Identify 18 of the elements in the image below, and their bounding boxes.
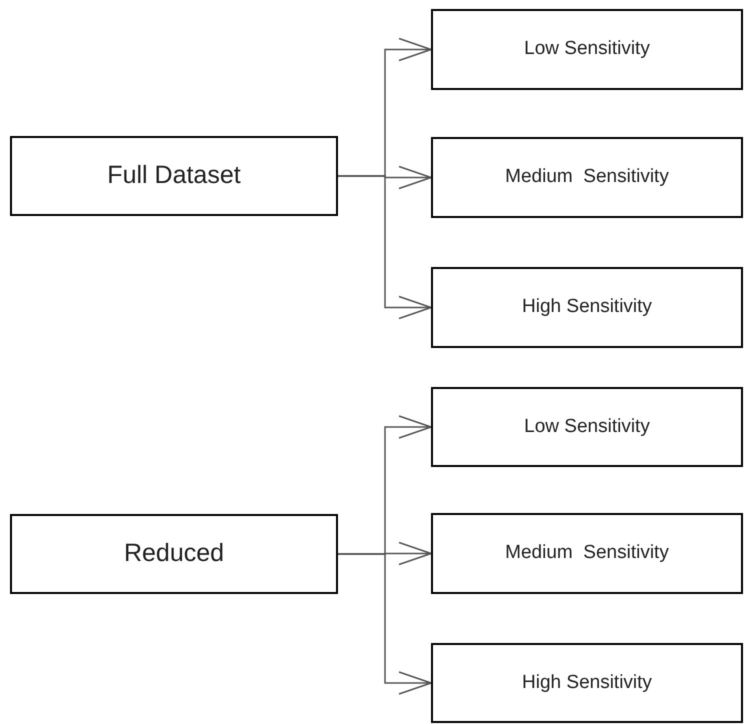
box-label: Low Sensitivity (524, 37, 650, 62)
process-box (10, 136, 338, 216)
process-box (431, 9, 743, 90)
box-label: Full Dataset (107, 160, 241, 192)
box-label: Medium Sensitivity (505, 541, 669, 566)
process-box (431, 513, 743, 594)
box-label: Medium Sensitivity (505, 165, 669, 190)
box-label: High Sensitivity (522, 670, 652, 695)
box-label: High Sensitivity (522, 295, 652, 320)
process-box (431, 137, 743, 218)
process-box (431, 387, 743, 467)
box-label: Low Sensitivity (524, 414, 650, 439)
arrow (338, 175, 432, 320)
process-box (431, 643, 743, 723)
process-box (431, 267, 743, 348)
arrow (338, 553, 432, 695)
process-box (10, 514, 338, 594)
box-label: Reduced (124, 538, 224, 570)
